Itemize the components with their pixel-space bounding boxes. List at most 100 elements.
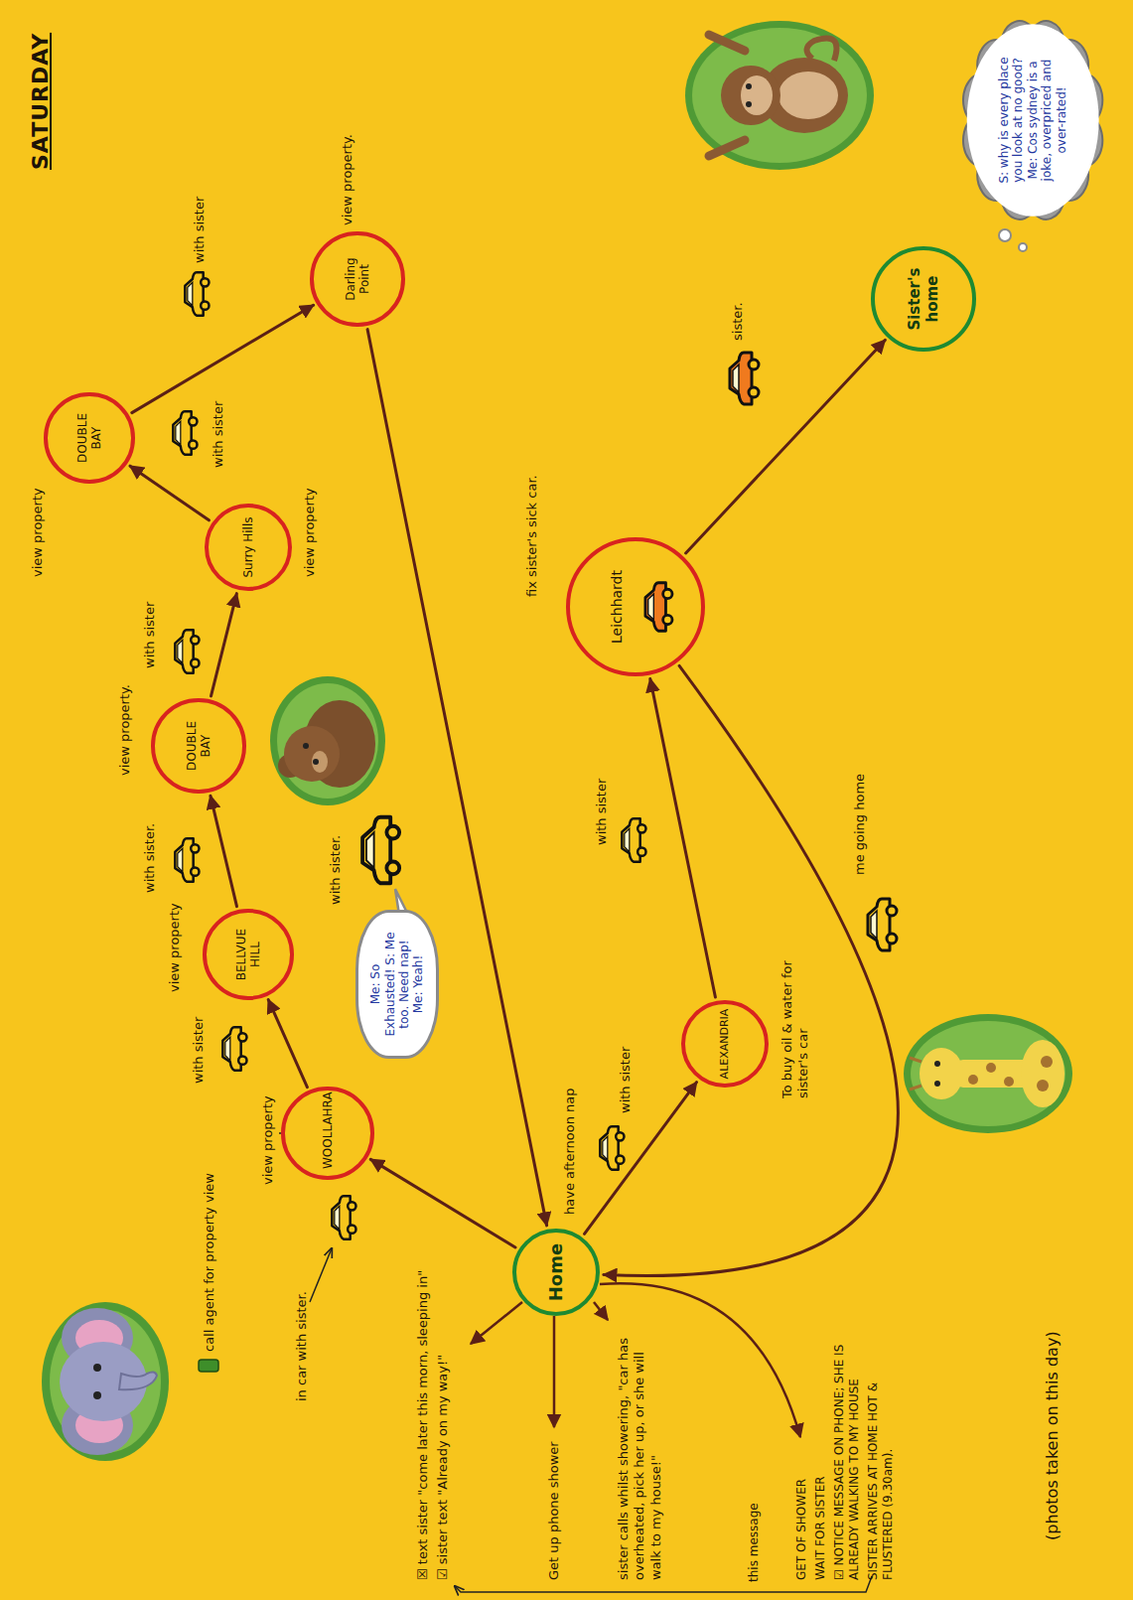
handwritten-note: with sister [593,778,610,846]
handwritten-note: Get up phone shower [546,1440,563,1580]
thought-cloud: S: why is every place you look at no goo… [954,10,1112,230]
elephant-sticker [93,1391,102,1400]
car-icon [172,411,197,454]
route-arrow [603,665,899,1275]
monkey-sticker [778,71,839,120]
elephant-sticker [41,1301,169,1461]
handwritten-note: sister. [729,301,746,341]
place-circle: Surry Hills [204,503,292,591]
place-name: DOUBLE BAY [75,402,105,474]
cloud-outline [967,23,1100,217]
handwritten-note: have afternoon nap [562,1087,578,1215]
route-arrow [686,339,886,554]
route-arrow [367,329,547,1226]
place-name: DOUBLE BAY [184,708,214,784]
car-icon [174,629,199,673]
pointer-line [309,1248,332,1302]
handwritten-note: sister calls whilst showering, "car has … [615,1331,665,1580]
phone-icon [198,1359,219,1372]
giraffe-sticker [934,1080,941,1087]
car-icon [599,1126,624,1169]
speech-bubble: Me: So Exhausted! S: Me too. Need nap! M… [355,909,439,1059]
home-circle: Sister's home [870,246,976,351]
orange-car-icon [645,582,673,632]
place-name: S: why is every place you look at no goo… [996,45,1069,195]
car-icon [362,817,400,883]
monkey-sticker [692,27,867,163]
giraffe-sticker [909,1057,922,1062]
monkey-sticker [745,83,752,90]
handwritten-note: this message [746,1502,762,1582]
route-arrow [268,999,307,1088]
bear-sticker [302,742,309,749]
handwritten-note: ☑ NOTICE MESSAGE ON PHONE; SHE IS ALREAD… [832,1311,862,1580]
place-circle: BELLVUE HILL [202,908,294,1000]
giraffe-sticker [910,1020,1066,1127]
monkey-sticker [745,101,752,108]
leader-arrow [593,1301,608,1320]
handwritten-note: ☒ text sister "come later this morn, sle… [415,1270,431,1580]
thought-trail [998,229,1027,252]
handwritten-note: view property. [117,684,134,776]
giraffe-sticker [1040,1055,1053,1068]
bear-sticker [283,725,340,782]
handwritten-note: view property [29,487,46,577]
phone-icon [198,1359,219,1372]
handwritten-note: with sister [191,196,208,264]
car-icon [621,818,646,861]
giraffe-sticker [1020,1039,1065,1108]
giraffe-sticker [934,1060,941,1067]
handwritten-note: with sister [617,1046,634,1114]
place-name: ALEXANDRIA [717,1008,731,1080]
handwritten-note: GET OF SHOWER [794,1478,810,1580]
route-arrow [132,304,314,413]
monkey-sticker [708,34,745,51]
giraffe-sticker [1003,1076,1014,1087]
handwritten-note: (photos taken on this day) [1042,1330,1063,1541]
place-circle: DOUBLE BAY [150,698,246,793]
place-circle: DOUBLE BAY [43,392,136,484]
bear-sticker [277,683,379,799]
elephant-sticker [41,1301,169,1461]
giraffe-sticker [919,1047,964,1100]
handwritten-note: in car with sister. [293,1290,310,1402]
place-name: BELLVUE HILL [234,918,264,991]
bear-sticker [270,676,386,806]
place-name: Sister's home [905,257,942,341]
bear-sticker [311,750,328,773]
place-name: Leichhardt [608,569,626,644]
giraffe-sticker [1036,1079,1049,1092]
handwritten-note: me going home [851,773,868,875]
giraffe-sticker [968,1074,979,1085]
car-icon [867,898,897,951]
bear-sticker [270,676,386,806]
place-circle: WOOLLAHRA [281,1086,374,1179]
giraffe-sticker [986,1062,996,1073]
route-arrow [584,1082,698,1235]
giraffe-sticker [909,1085,922,1090]
giraffe-sticker [903,1013,1073,1133]
cloud-outline [963,20,1103,220]
handwritten-note: fix sister's sick car. [524,474,541,597]
page-title: SATURDAY [27,32,53,170]
home-circle: Home [512,1228,600,1316]
handwritten-note: view property [301,487,318,577]
place-name: Home [545,1243,567,1301]
route-arrow [130,465,209,521]
orange-car-icon [729,352,759,405]
thought-trail [998,229,1011,242]
monkey-sticker [740,75,773,116]
route-arrow [650,679,716,998]
handwritten-note: ☑ sister text "Already on my way!" [434,1354,451,1580]
thought-trail [1018,243,1027,252]
place-name: Darling Point [343,241,373,317]
handwritten-note: To buy oil & water for sister's car [779,934,813,1099]
leader-arrow [470,1301,523,1344]
handwritten-note: call agent for property view [201,1172,218,1352]
pointer-line [454,1575,872,1592]
monkey-sticker [806,38,837,62]
place-circle: ALEXANDRIA [681,999,769,1088]
